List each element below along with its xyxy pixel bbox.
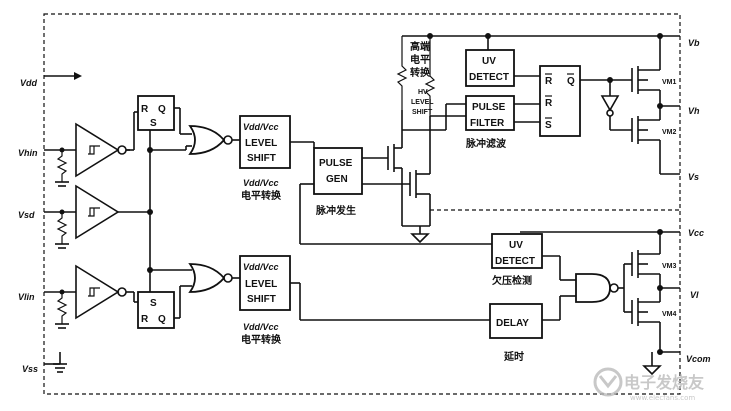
svg-text:电平: 电平: [410, 53, 430, 66]
hv-level-shift-label: 高端 电平 转换 HV LEVEL SHIFT: [410, 40, 434, 116]
pin-vs-label: Vs: [688, 172, 699, 182]
delay-block: DELAY 延时: [489, 303, 543, 363]
hv-resistor-2: [424, 36, 436, 116]
pin-vss-label: Vss: [22, 364, 38, 374]
svg-text:LEVEL: LEVEL: [245, 138, 277, 149]
chip-boundary: [43, 13, 681, 395]
pin-hin-label: Vhin: [18, 148, 38, 158]
svg-text:VM2: VM2: [662, 129, 677, 136]
svg-text:R: R: [141, 104, 149, 115]
svg-text:VM1: VM1: [662, 79, 677, 86]
svg-text:Vdd/Vcc: Vdd/Vcc: [243, 262, 279, 272]
pin-vdd-label: Vdd: [20, 78, 38, 88]
svg-text:脉冲滤波: 脉冲滤波: [465, 137, 507, 150]
latch-bottom: S R Q: [137, 291, 175, 329]
hv-ground-icon: [410, 233, 430, 244]
svg-text:延时: 延时: [503, 350, 524, 363]
uv-detect-top: UV DETECT: [465, 49, 515, 87]
mosfet-vm1: VM1: [631, 66, 677, 94]
svg-text:SHIFT: SHIFT: [247, 294, 276, 305]
pin-vl-label: Vl: [690, 290, 699, 300]
svg-text:DETECT: DETECT: [495, 256, 535, 267]
svg-text:UV: UV: [509, 240, 523, 251]
svg-text:Vdd/Vcc: Vdd/Vcc: [243, 122, 279, 132]
svg-text:Q: Q: [567, 76, 575, 87]
vcom-ground-icon: [642, 365, 662, 376]
mosfet-vm4: VM4: [631, 298, 677, 326]
level-shift-bottom: Vdd/Vcc LEVEL SHIFT Vdd/Vcc 电平转换: [239, 255, 291, 346]
pin-lin-label: Vlin: [18, 292, 35, 302]
vdd-arrow-icon: [74, 72, 82, 80]
svg-text:UV: UV: [482, 56, 496, 67]
pulse-gen: PULSE GEN 脉冲发生: [313, 147, 363, 217]
svg-text:FILTER: FILTER: [470, 118, 505, 129]
rs-latch-out: R R S Q: [539, 65, 581, 137]
svg-text:GEN: GEN: [326, 174, 348, 185]
level-shift-top: Vdd/Vcc LEVEL SHIFT Vdd/Vcc 电平转换: [239, 115, 291, 202]
svg-text:转换: 转换: [410, 66, 431, 79]
svg-text:S: S: [545, 120, 552, 131]
svg-text:Q: Q: [158, 104, 166, 115]
svg-text:DETECT: DETECT: [469, 72, 509, 83]
pin-vcc-label: Vcc: [688, 228, 704, 238]
svg-text:高端: 高端: [410, 40, 430, 53]
svg-text:Vdd/Vcc: Vdd/Vcc: [243, 178, 279, 188]
hin-input-stage: [44, 122, 127, 187]
mosfet-vm3: VM3: [631, 250, 677, 278]
sd-input-stage: [44, 184, 120, 249]
svg-text:HV: HV: [418, 89, 428, 96]
nand-gate-low: [575, 273, 619, 303]
svg-text:电平转换: 电平转换: [241, 333, 282, 346]
mosfet-vm2: VM2: [631, 116, 677, 144]
svg-text:LEVEL: LEVEL: [245, 279, 277, 290]
hv-mosfet-2: [409, 116, 431, 226]
nor-gate-bottom: [188, 263, 233, 293]
svg-text:PULSE: PULSE: [319, 158, 353, 169]
nor-gate-top: [188, 125, 233, 155]
svg-text:SHIFT: SHIFT: [412, 109, 433, 116]
watermark: 电子发烧友 www.elecfans.com: [593, 367, 705, 402]
uv-detect-bottom: UV DETECT 欠压检测: [491, 233, 543, 287]
watermark-sub: www.elecfans.com: [630, 394, 695, 402]
svg-text:欠压检测: 欠压检测: [492, 274, 532, 287]
vss-ground-icon: [44, 352, 67, 373]
inverter-high-side: [600, 95, 632, 131]
pulse-filter: PULSE FILTER 脉冲滤波: [465, 95, 515, 150]
vb-node-1: [427, 33, 433, 39]
input-wiring: [118, 111, 192, 303]
pin-vb-label: Vb: [688, 38, 700, 48]
svg-text:S: S: [150, 118, 157, 129]
svg-text:SHIFT: SHIFT: [247, 153, 276, 164]
svg-text:LEVEL: LEVEL: [411, 99, 434, 106]
latch-top: R Q S: [137, 95, 175, 131]
svg-text:脉冲发生: 脉冲发生: [315, 204, 356, 217]
hv-resistor-1: [396, 36, 408, 110]
svg-text:S: S: [150, 298, 157, 309]
lin-input-stage: [44, 264, 127, 329]
svg-text:Q: Q: [158, 314, 166, 325]
svg-text:电平转换: 电平转换: [241, 189, 282, 202]
svg-text:PULSE: PULSE: [472, 102, 506, 113]
pin-sd-label: Vsd: [18, 210, 35, 220]
hv-mosfet-1: [387, 110, 403, 226]
svg-text:R: R: [545, 98, 553, 109]
svg-text:DELAY: DELAY: [496, 318, 529, 329]
svg-text:Vdd/Vcc: Vdd/Vcc: [243, 322, 279, 332]
watermark-main: 电子发烧友: [624, 373, 705, 392]
pin-vh-label: Vh: [688, 106, 700, 116]
svg-text:R: R: [141, 314, 149, 325]
pin-vcom-label: Vcom: [686, 354, 711, 364]
svg-text:VM3: VM3: [662, 263, 677, 270]
svg-text:R: R: [545, 76, 553, 87]
svg-text:VM4: VM4: [662, 311, 677, 318]
